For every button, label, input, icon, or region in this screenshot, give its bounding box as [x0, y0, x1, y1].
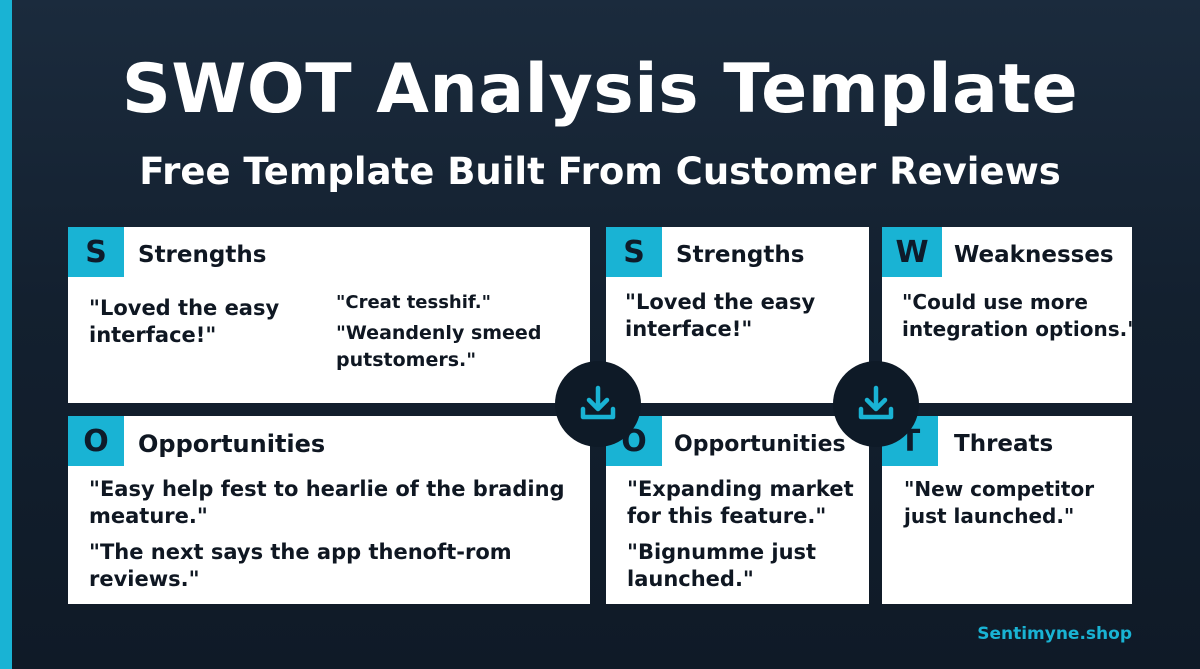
opportunities-letter-badge: O: [68, 416, 124, 466]
opportunities-heading: Opportunities: [674, 431, 846, 457]
brand-footer[interactable]: Sentimyne.shop: [977, 624, 1132, 644]
strengths-quote: "Creat tesshif.": [336, 292, 491, 313]
opportunities-quote: "Expanding market: [627, 477, 854, 501]
strengths-heading: Strengths: [138, 242, 267, 268]
strengths-quote: "Loved the easy: [625, 290, 816, 314]
threats-card: T Threats "New competitor just launched.…: [882, 416, 1132, 604]
strengths-quote: "Weandenly smeed: [336, 322, 542, 344]
strengths-letter-badge: S: [68, 227, 124, 277]
strengths-card-left: S Strengths "Loved the easy interface!" …: [68, 227, 590, 403]
weaknesses-card: W Weaknesses "Could use more integration…: [882, 227, 1132, 403]
strengths-heading: Strengths: [676, 242, 805, 268]
download-icon: [858, 385, 894, 420]
opportunities-heading: Opportunities: [138, 430, 326, 458]
strengths-letter-badge: S: [606, 227, 662, 277]
opportunities-quote: "Bignumme just: [627, 540, 817, 564]
weaknesses-heading: Weaknesses: [954, 242, 1114, 268]
strengths-quote: "Loved the easy: [89, 296, 280, 320]
strengths-quote-cont: interface!": [89, 323, 217, 347]
opportunities-quote: "Easy help fest to hearlie of the bradin…: [89, 477, 565, 501]
opportunities-quote: "The next says the app thenoft-rom: [89, 540, 512, 564]
opportunities-quote-cont: meature.": [89, 504, 208, 528]
strengths-quote-cont: interface!": [625, 317, 753, 341]
weaknesses-quote-cont: integration options.": [902, 317, 1132, 341]
opportunities-quote-cont: reviews.": [89, 567, 200, 591]
threats-quote-cont: just launched.": [904, 504, 1075, 528]
opportunities-card-mid: O Opportunities "Expanding market for th…: [606, 416, 869, 604]
threats-quote: "New competitor: [904, 477, 1095, 501]
opportunities-quote-cont: for this feature.": [627, 504, 827, 528]
strengths-quote-cont: putstomers.": [336, 349, 477, 371]
weaknesses-letter-badge: W: [882, 227, 942, 277]
left-accent-bar: [0, 0, 12, 669]
page-title: SWOT Analysis Template: [121, 50, 1079, 129]
download-icon: [580, 385, 616, 420]
opportunities-quote-cont: launched.": [627, 567, 754, 591]
page-subtitle: Free Template Built From Customer Review…: [139, 150, 1061, 193]
download-button[interactable]: [555, 361, 641, 447]
strengths-card-mid: S Strengths "Loved the easy interface!": [606, 227, 869, 403]
opportunities-card-left: O Opportunities "Easy help fest to hearl…: [68, 416, 590, 604]
threats-heading: Threats: [954, 431, 1054, 457]
weaknesses-quote: "Could use more: [902, 290, 1088, 314]
download-button[interactable]: [833, 361, 919, 447]
